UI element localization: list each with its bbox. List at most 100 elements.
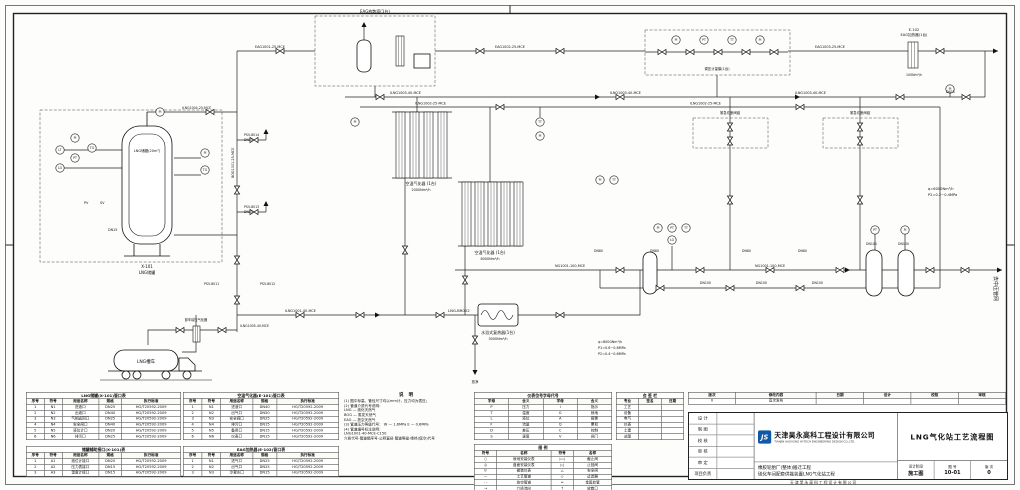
flare-stack	[356, 39, 431, 73]
diagram-label: P2=0.2~0.4MPa	[928, 193, 957, 197]
diagram-label: PSV-8013	[244, 205, 259, 209]
diagram-label: X-101	[141, 264, 153, 269]
valve	[295, 311, 305, 319]
instrument-tag: LG	[58, 166, 63, 170]
diagram-label: ILNG1003-40-MCE	[390, 91, 421, 95]
water-bath-heater	[477, 303, 519, 327]
diagram-label: 水浴式复热器(1台)	[481, 329, 515, 335]
vaporizer-coil	[907, 41, 919, 69]
notes-title: 说 明	[399, 392, 415, 398]
valve	[555, 47, 565, 55]
instrument-tag: PT	[873, 228, 877, 232]
diagram-label: NG1001-100-MCE	[555, 264, 585, 268]
diagram-label: LNG槽车	[137, 358, 156, 365]
diagram-label: ILNG1001-40-MCE	[285, 309, 316, 313]
separator-drum	[642, 251, 658, 295]
flow-arrow	[263, 201, 269, 206]
instrument-tag: PI	[204, 151, 207, 155]
diagram-label: LNG储罐(20m³)	[134, 148, 161, 153]
instrument-pi: PI	[70, 133, 80, 143]
diagram-label: ILNG1003-40-MCE	[610, 91, 641, 95]
note-line: LNG1001-40-MCE-C150	[344, 431, 387, 436]
equipment-boundary	[822, 117, 899, 149]
diagram-label: DN80	[742, 249, 751, 253]
diagram-label: SV	[100, 201, 105, 205]
instrument-tag: PI	[949, 87, 952, 91]
valve	[615, 266, 625, 274]
diagram-label: BOG1001-25-MCE	[231, 148, 235, 178]
diagram-label: DN15	[946, 90, 955, 94]
valve	[471, 335, 479, 345]
instrument-tag: PI	[599, 178, 602, 182]
diagram-label: PV	[84, 201, 89, 205]
pipe	[147, 329, 237, 345]
diagram-label: EAG1002-25-MCE	[495, 45, 525, 49]
flow-arrow	[595, 94, 600, 100]
diagram-label: EAG加热器(1台)	[901, 32, 929, 37]
design-stage-label: 设计阶段	[908, 464, 923, 469]
valve	[249, 208, 259, 216]
company-name-en: TIANJIN HAOYONG HI-TECH ENGINEERING DESI…	[774, 440, 856, 444]
valve	[655, 284, 665, 292]
diagram-label: 6000Nm³/h	[480, 257, 499, 261]
instrument-tag: PI	[759, 38, 762, 42]
equipment-boundary	[692, 117, 769, 149]
revision: 0	[987, 470, 991, 476]
diagram-label: ILNG1002-25-MCE	[690, 102, 721, 106]
design-stage: 施工图	[908, 470, 924, 477]
diagram-label: ILNG1002-25-MCE	[415, 102, 446, 106]
subproject-name: 硫化车间配套供能装置LNG气化站工程	[758, 471, 835, 477]
margin-company-name: 天津昊永高科工程设计有限公司	[790, 480, 858, 485]
instrument-pt: PT	[70, 153, 80, 163]
diagram-label: 紧急切断阀组	[850, 110, 871, 115]
revision-cell: 版 次 0	[971, 461, 1007, 479]
diagram-label: 100Nm³/h	[906, 73, 922, 77]
valve	[205, 108, 215, 116]
diagram-label: EAG放散塔(1台)	[360, 8, 390, 14]
truck-wheel	[121, 370, 131, 380]
instrument-tag: PT	[73, 156, 77, 160]
instrument-pi: PI	[900, 225, 910, 235]
diagram-label: P1=0.6~0.8MPa	[598, 346, 626, 350]
vaporizer-coil	[500, 181, 511, 247]
vaporizer-coil	[395, 111, 406, 179]
instrument-tag: PT	[670, 226, 674, 230]
instrument-tt: TT	[535, 117, 545, 127]
note-line: 介质代号-管道顺序号-公称直径-管道等级-绝热(保冷)代号	[344, 436, 435, 441]
instrument-pi: PI	[595, 175, 605, 185]
diagram-label: 紧急切断阀组	[720, 110, 741, 115]
valve	[765, 266, 775, 274]
valve	[961, 93, 971, 101]
diagram-label: DN100	[866, 242, 877, 246]
equipment-boundary	[314, 15, 436, 87]
note-line: LNG — 液化天然气	[344, 408, 376, 413]
diagram-label: 空温气化器 (1台)	[475, 249, 506, 255]
valve	[856, 136, 864, 146]
drawing-number: 10-01	[944, 470, 961, 476]
signature-column: 设 计制 图校 核审 核审 定项目负责	[689, 413, 755, 479]
valve	[555, 311, 565, 319]
valve	[233, 295, 241, 305]
valve	[856, 195, 864, 205]
project-name: 橡胶轮胎厂(整体)搬迁工程	[758, 464, 812, 470]
vaporizer-coil	[474, 181, 485, 247]
signature-role: 制 图	[689, 424, 718, 435]
diagram-label: DN80	[650, 249, 659, 253]
valve	[233, 255, 241, 265]
diagram-label: 去中压管网	[992, 276, 999, 301]
signature-role: 审 定	[689, 457, 718, 468]
valve	[355, 311, 365, 319]
diagram-label: PSV-8012	[260, 282, 275, 286]
vaporizer-coil	[409, 111, 420, 179]
diagram-label: PSV-8014	[244, 133, 259, 137]
instrument-lg: LG	[667, 235, 677, 245]
instrument-pi: PI	[755, 35, 765, 45]
valve	[925, 266, 935, 274]
diagram-label: DN100	[898, 242, 909, 246]
separator-drum	[897, 249, 915, 297]
